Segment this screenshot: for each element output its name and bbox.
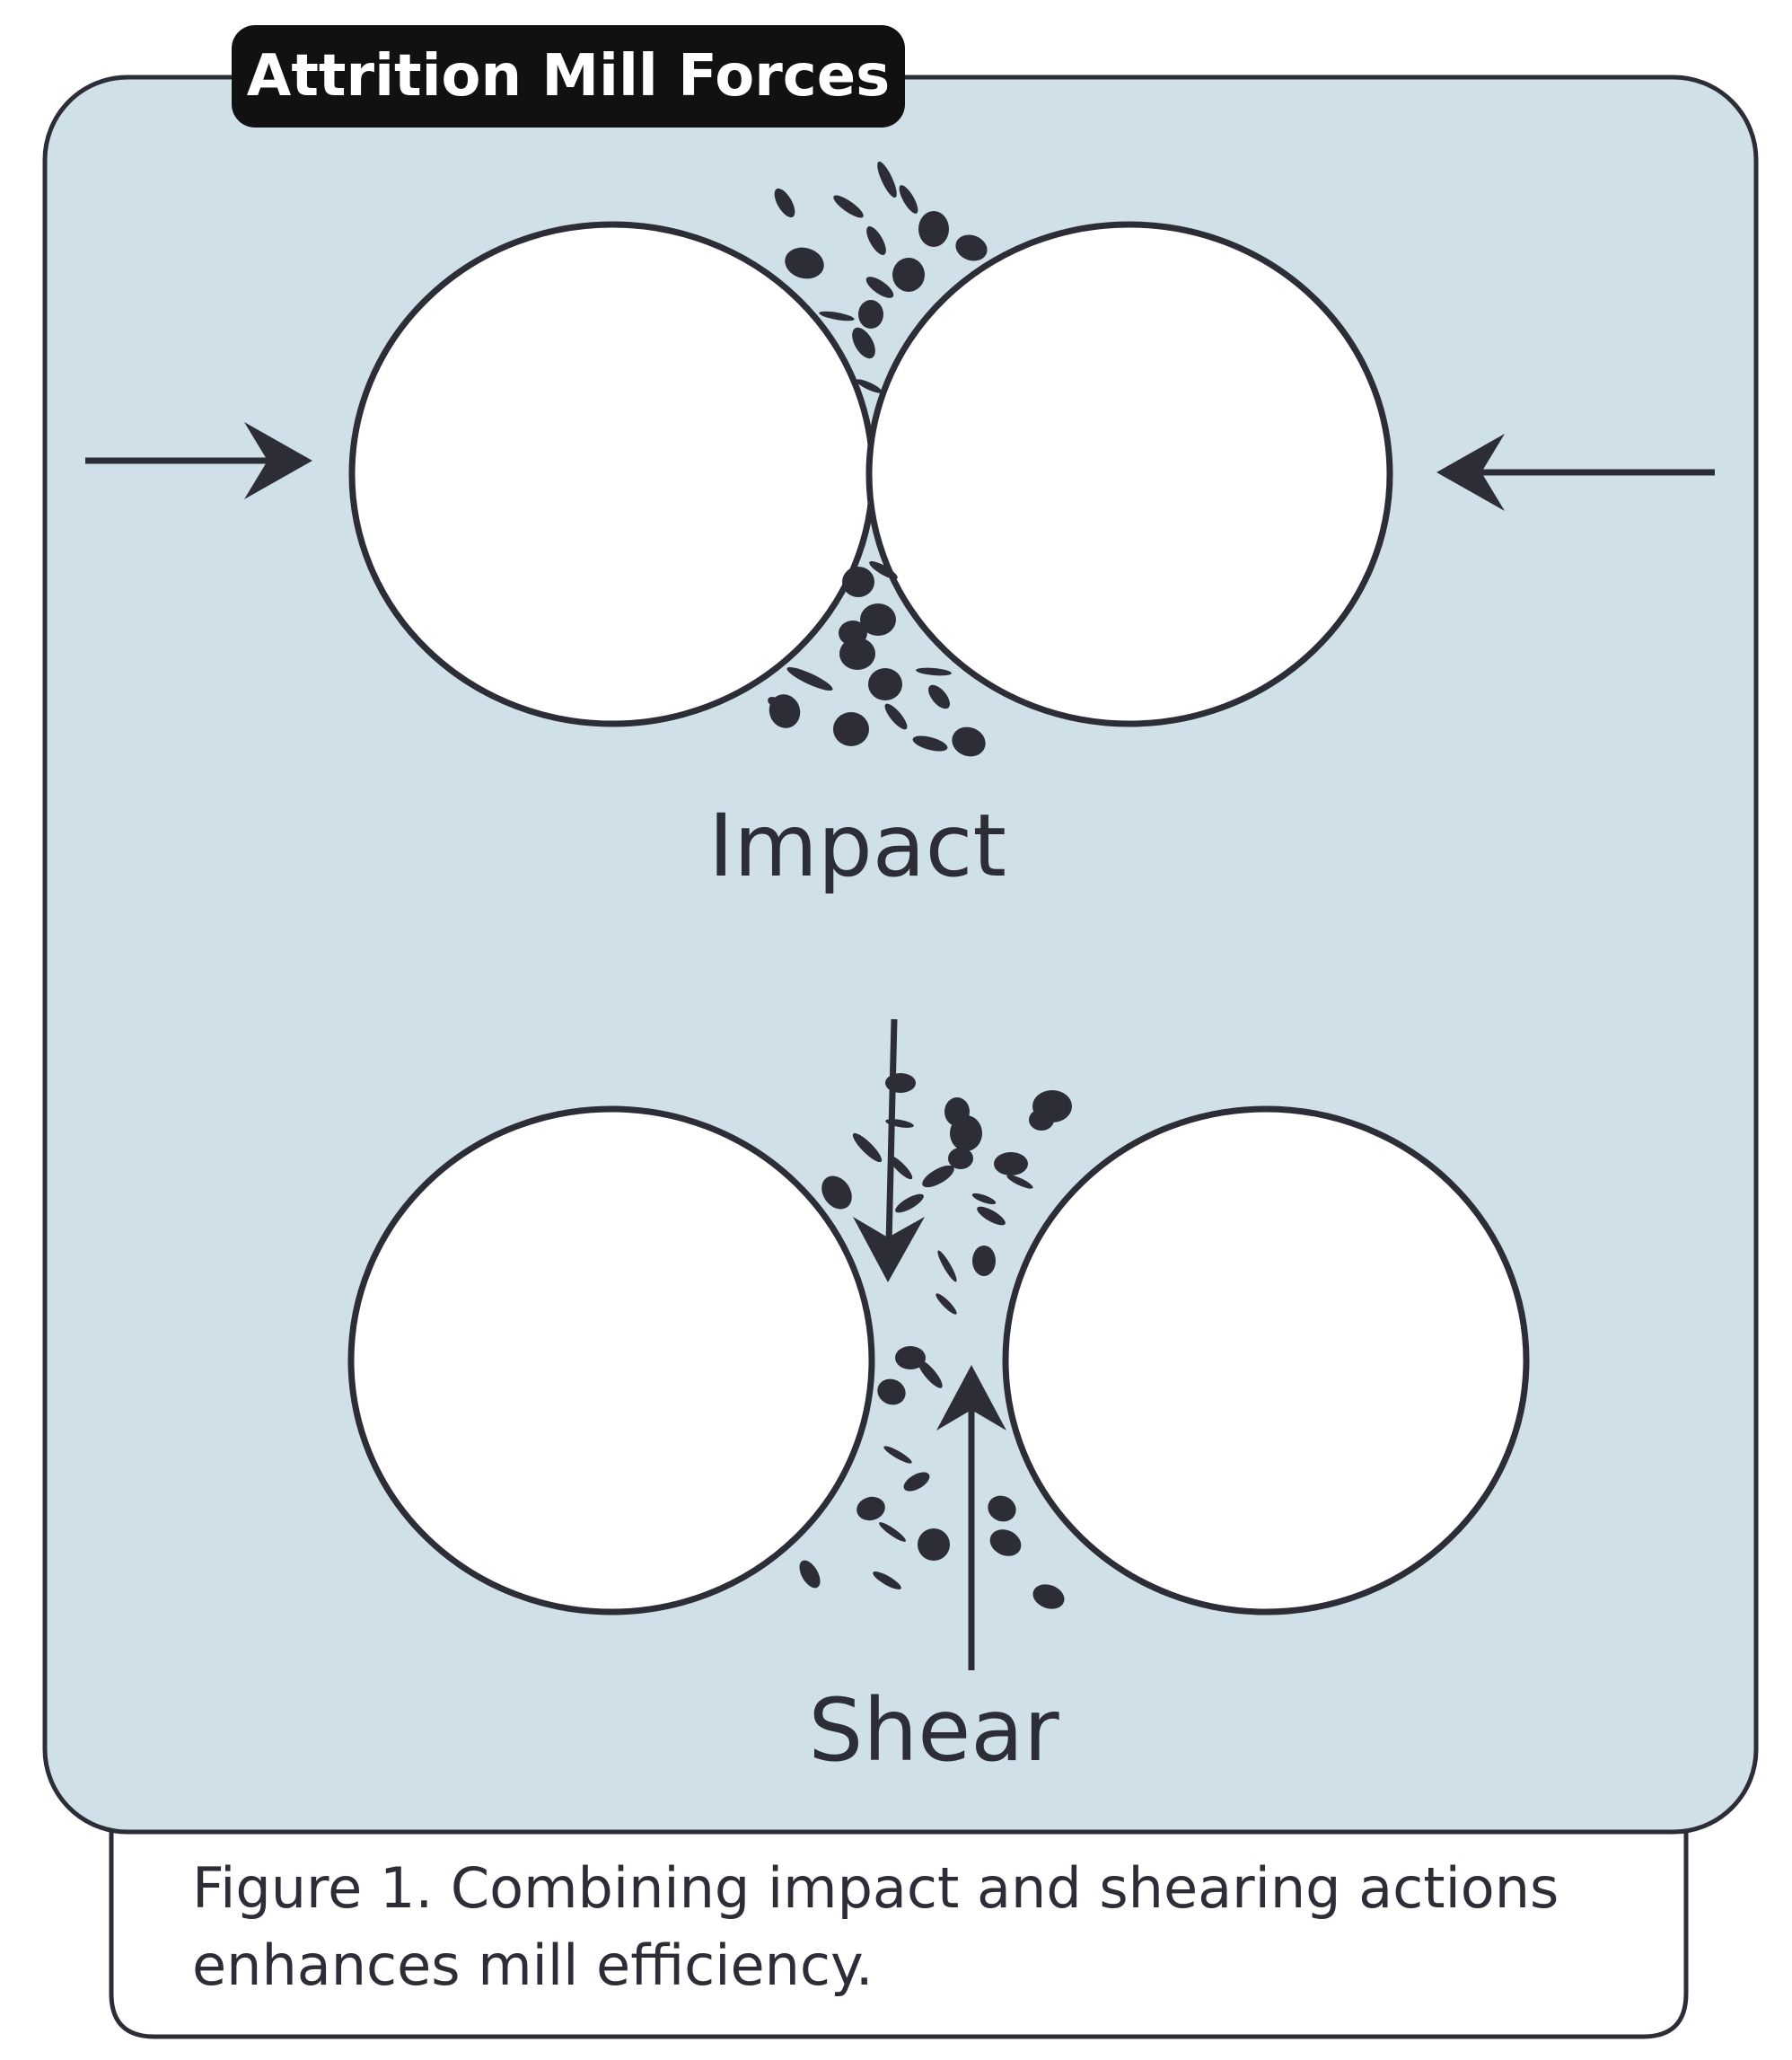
caption-line-2: enhances mill efficiency. [192,1932,874,1998]
impact-arrow-right-icon [1436,434,1715,511]
shear-diagram: Shear [347,1018,1530,1781]
shear-ball-left [347,1105,875,1615]
diagram-panel [42,75,1759,1835]
shear-particles [799,1073,1072,1609]
impact-label: Impact [708,796,1006,896]
impact-diagram: Impact [85,161,1715,896]
shear-label: Shear [808,1680,1059,1781]
shear-arrow-up-icon [936,1365,1006,1670]
impact-ball-left [348,221,876,727]
impact-arrow-left-icon [85,422,312,499]
shear-arrow-down-icon [853,1018,925,1282]
shear-ball-right [1002,1105,1530,1615]
impact-particles [768,161,988,757]
caption-line-1: Figure 1. Combining impact and shearing … [192,1855,1559,1921]
title-tab [232,25,905,128]
figure-caption: Figure 1. Combining impact and shearing … [192,1850,1647,2004]
impact-ball-right [865,221,1393,727]
figure-title: Attrition Mill Forces [247,43,890,110]
